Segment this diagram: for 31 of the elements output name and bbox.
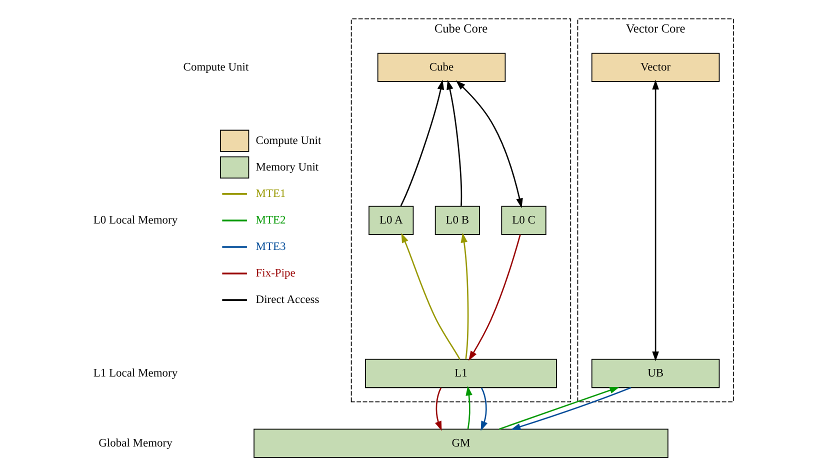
node-box: GM xyxy=(253,428,668,458)
arrow xyxy=(510,387,631,430)
arrow xyxy=(446,80,462,206)
arrow xyxy=(434,388,442,431)
arrow xyxy=(468,234,520,361)
legend-label: Direct Access xyxy=(255,294,319,306)
legend-label: Fix-Pipe xyxy=(255,268,295,280)
node-box: L1 xyxy=(364,358,556,388)
node-box: Vector xyxy=(590,52,720,82)
arrow xyxy=(652,80,658,362)
arrow xyxy=(455,80,522,208)
label: Compute Unit xyxy=(182,61,248,74)
legend-label: Compute Unit xyxy=(255,134,321,147)
arrow xyxy=(400,80,444,206)
node-box: UB xyxy=(590,358,720,388)
legend-label: MTE2 xyxy=(255,214,286,226)
label: L1 Local Memory xyxy=(92,367,178,380)
legend-label: MTE3 xyxy=(255,241,286,254)
label: Global Memory xyxy=(98,437,172,450)
node-box: Cube xyxy=(376,52,506,82)
arrow xyxy=(460,232,468,360)
legend-label: Memory Unit xyxy=(255,161,318,174)
arrow xyxy=(498,386,619,430)
legend-label: MTE1 xyxy=(255,188,286,200)
arrow xyxy=(465,386,472,430)
arrow xyxy=(480,388,488,431)
node-box: L0 B xyxy=(434,206,480,236)
label: L0 Local Memory xyxy=(92,214,178,226)
node-box: L0 C xyxy=(500,206,546,236)
node-box: L0 A xyxy=(368,206,414,236)
arrow xyxy=(400,233,460,360)
